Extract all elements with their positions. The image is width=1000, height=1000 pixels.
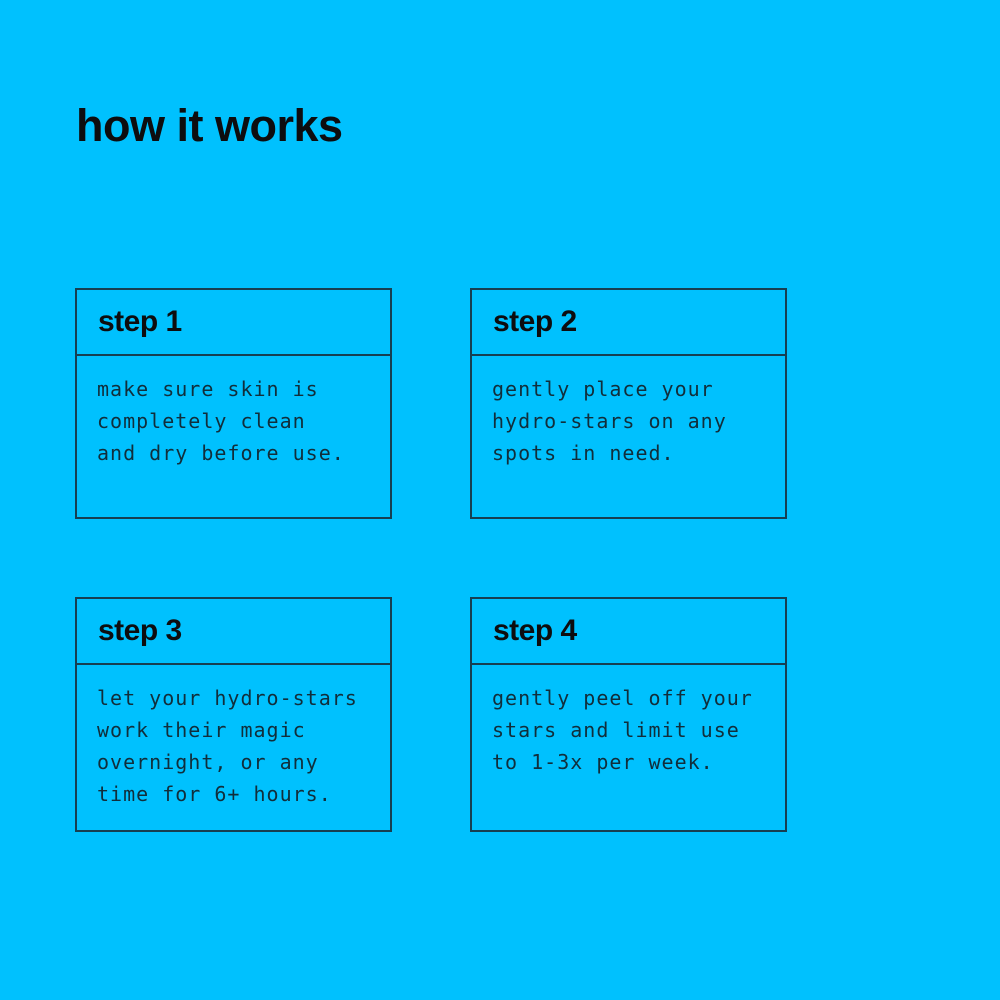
step-4-card: step 4 gently peel off your stars and li… <box>470 597 787 832</box>
step-4-label: step 4 <box>472 599 785 665</box>
step-2-description: gently place your hydro-stars on any spo… <box>492 377 727 465</box>
step-4-description: gently peel off your stars and limit use… <box>492 686 753 774</box>
step-1-description: make sure skin is completely clean and d… <box>97 377 345 465</box>
step-3-description: let your hydro-stars work their magic ov… <box>97 686 358 806</box>
step-1-label: step 1 <box>77 290 390 356</box>
step-2-card: step 2 gently place your hydro-stars on … <box>470 288 787 519</box>
step-2-label: step 2 <box>472 290 785 356</box>
step-3-card: step 3 let your hydro-stars work their m… <box>75 597 392 832</box>
step-3-label: step 3 <box>77 599 390 665</box>
page-title: how it works <box>76 100 343 151</box>
step-1-card: step 1 make sure skin is completely clea… <box>75 288 392 519</box>
